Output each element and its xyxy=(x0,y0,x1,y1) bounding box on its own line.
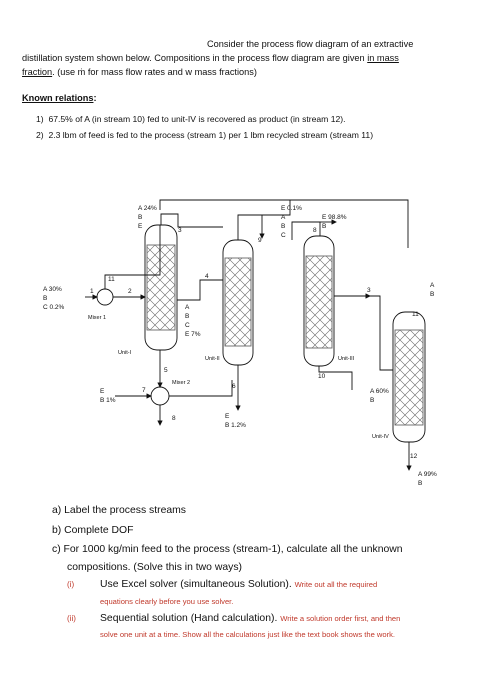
question-b: b) Complete DOF xyxy=(52,525,134,536)
mixer-2-label: Mixer 2 xyxy=(172,380,191,386)
unit-3-label: Unit-III xyxy=(338,356,355,362)
unit-1-label: Unit-I xyxy=(118,350,132,356)
question-c: c) For 1000 kg/min feed to the process (… xyxy=(52,544,403,555)
intro-line-3: fraction. (use ṁ for mass flow rates and… xyxy=(22,67,257,77)
mixer-1 xyxy=(96,288,114,306)
stream-label-2: 2 xyxy=(128,288,132,295)
unit-2-label: Unit-II xyxy=(205,356,220,362)
known-relations-heading: Known relations: xyxy=(22,93,97,103)
stream-label-8: 8 xyxy=(313,227,317,234)
stream-label-4: 4 xyxy=(205,273,209,280)
stream-label-3b: 3 xyxy=(367,287,371,294)
stream-label-9: 9 xyxy=(258,237,262,244)
stream-label-3: 3 xyxy=(178,227,182,234)
product-12-composition: A 99%B xyxy=(418,471,437,487)
stream-label-10: 10 xyxy=(318,373,326,380)
intro-link-mass: in mass xyxy=(367,53,399,63)
question-c-cont: compositions. (Solve this in two ways) xyxy=(67,562,242,573)
stream-label-1: 1 xyxy=(90,288,94,295)
subq-1-note: equations clearly before you use solver. xyxy=(100,597,234,606)
subq-1: Use Excel solver (simultaneous Solution)… xyxy=(100,579,378,590)
mixer-2 xyxy=(150,386,170,406)
stream-label-5: 5 xyxy=(164,367,168,374)
stream-label-12: 12 xyxy=(410,453,418,460)
intro-link-fraction: fraction xyxy=(22,67,53,77)
stream-label-7: 7 xyxy=(142,387,146,394)
stream-11-line xyxy=(159,199,409,248)
subq-1-num: (i) xyxy=(67,580,75,589)
subq-2-note: solve one unit at a time. Show all the c… xyxy=(100,630,396,639)
stream-label-6: 6 xyxy=(232,383,236,390)
mixer-1-label: Mixer 1 xyxy=(88,315,107,321)
stream-label-11b: 11 xyxy=(108,276,115,283)
subq-2-num: (ii) xyxy=(67,614,76,623)
bottom-10-composition: A 60%B xyxy=(370,388,389,404)
stream-label-11: 11 xyxy=(412,311,419,318)
top-8-composition: E 98.8%B xyxy=(322,214,347,230)
question-a: a) Label the process streams xyxy=(52,505,187,516)
intro-line-2: distillation system shown below. Composi… xyxy=(22,53,399,63)
subq-2: Sequential solution (Hand calculation). … xyxy=(100,613,401,624)
stream-label-5b: 8 xyxy=(172,415,176,422)
relation-1: 1) 67.5% of A (in stream 10) fed to unit… xyxy=(36,114,346,124)
unit-4-label: Unit-IV xyxy=(372,434,389,440)
relation-2: 2) 2.3 lbm of feed is fed to the process… xyxy=(36,130,374,140)
intro-line-1: Consider the process flow diagram of an … xyxy=(207,39,414,49)
